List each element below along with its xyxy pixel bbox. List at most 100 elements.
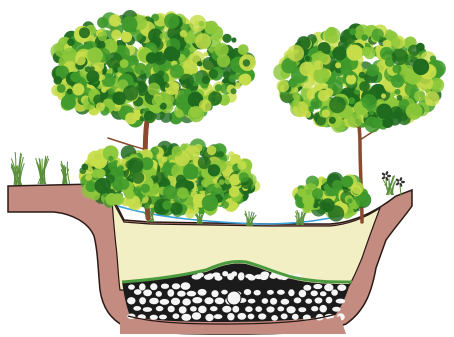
leaf-cluster bbox=[146, 52, 157, 63]
leaf-cluster bbox=[96, 169, 105, 178]
leaf-cluster bbox=[304, 111, 311, 118]
stone bbox=[245, 306, 253, 312]
leaf-cluster bbox=[67, 39, 74, 46]
stone bbox=[212, 272, 220, 277]
leaf-cluster bbox=[293, 101, 298, 106]
stone bbox=[298, 307, 306, 312]
stone bbox=[198, 289, 207, 296]
leaf-cluster bbox=[110, 15, 121, 26]
stone bbox=[133, 306, 141, 311]
stone bbox=[331, 289, 338, 295]
stone bbox=[336, 299, 346, 304]
leaf-cluster bbox=[288, 78, 297, 87]
leaf-cluster bbox=[381, 93, 386, 98]
stone bbox=[270, 298, 277, 305]
leaf-cluster bbox=[277, 80, 290, 93]
leaf-cluster bbox=[298, 188, 307, 197]
leaf-cluster bbox=[144, 112, 156, 124]
stone bbox=[227, 313, 234, 320]
stone bbox=[244, 289, 251, 295]
leaf-cluster bbox=[70, 72, 81, 83]
stone bbox=[277, 306, 284, 311]
leaf-cluster bbox=[141, 184, 150, 193]
leaf-cluster bbox=[414, 91, 425, 102]
stone bbox=[287, 306, 296, 313]
stone bbox=[294, 297, 302, 303]
leaf-cluster bbox=[108, 156, 113, 161]
leaf-cluster bbox=[219, 179, 225, 185]
stone bbox=[281, 299, 290, 305]
leaf-cluster bbox=[199, 21, 205, 27]
leaf-cluster bbox=[147, 83, 160, 96]
leaf-cluster bbox=[118, 179, 129, 190]
stone bbox=[177, 291, 186, 297]
stone bbox=[143, 307, 152, 312]
leaf-cluster bbox=[215, 84, 222, 91]
stone bbox=[160, 299, 170, 305]
leaf-cluster bbox=[132, 171, 144, 183]
leaf-cluster bbox=[222, 34, 231, 43]
leaf-cluster bbox=[392, 49, 408, 65]
stone bbox=[181, 282, 191, 290]
stone bbox=[337, 284, 346, 291]
leaf-cluster bbox=[395, 89, 401, 95]
stone bbox=[143, 289, 152, 296]
leaf-cluster bbox=[98, 32, 107, 41]
leaf-cluster bbox=[352, 182, 364, 194]
leaf-cluster bbox=[238, 74, 249, 85]
stone bbox=[292, 314, 299, 320]
stone bbox=[161, 284, 169, 289]
stone bbox=[173, 313, 180, 319]
stone bbox=[150, 315, 158, 320]
stone bbox=[258, 313, 266, 319]
stone bbox=[299, 290, 307, 297]
leaf-cluster bbox=[346, 45, 362, 61]
leaf-cluster bbox=[172, 146, 183, 157]
leaf-cluster bbox=[406, 103, 423, 120]
leaf-cluster bbox=[229, 174, 241, 186]
stone bbox=[319, 305, 327, 313]
stone bbox=[134, 289, 142, 295]
leaf-cluster bbox=[170, 202, 183, 215]
leaf-cluster bbox=[107, 69, 112, 74]
leaf-cluster bbox=[218, 151, 224, 157]
leaf-cluster bbox=[332, 180, 342, 190]
stone bbox=[222, 271, 228, 276]
stone bbox=[332, 307, 340, 312]
leaf-cluster bbox=[341, 176, 353, 188]
leaf-cluster bbox=[75, 55, 86, 66]
leaf-cluster bbox=[321, 109, 330, 118]
leaf-cluster bbox=[229, 187, 240, 198]
leaf-cluster bbox=[54, 76, 63, 85]
leaf-cluster bbox=[185, 209, 195, 219]
leaf-cluster bbox=[425, 91, 440, 106]
flower-petal bbox=[401, 181, 405, 183]
stone bbox=[245, 274, 253, 279]
stone bbox=[277, 290, 285, 295]
stone bbox=[156, 291, 162, 297]
leaf-cluster bbox=[134, 63, 146, 75]
stone bbox=[313, 284, 322, 289]
leaf-cluster bbox=[313, 67, 329, 83]
stone bbox=[127, 297, 135, 304]
leaf-cluster bbox=[162, 156, 168, 162]
leaf-cluster bbox=[348, 113, 362, 127]
leaf-cluster bbox=[347, 198, 352, 203]
stone bbox=[305, 299, 312, 304]
stone bbox=[139, 283, 146, 290]
leaf-cluster bbox=[239, 172, 249, 182]
stone bbox=[267, 290, 274, 295]
leaf-cluster bbox=[106, 174, 115, 183]
stone bbox=[281, 313, 288, 319]
leaf-cluster bbox=[388, 31, 397, 40]
leaf-cluster bbox=[105, 193, 118, 206]
stone bbox=[171, 298, 180, 305]
leaf-cluster bbox=[85, 174, 92, 181]
leaf-cluster bbox=[72, 83, 84, 95]
leaf-cluster bbox=[125, 190, 135, 200]
stone bbox=[198, 306, 207, 314]
leaf-cluster bbox=[332, 46, 346, 60]
leaf-cluster bbox=[292, 92, 300, 100]
stone bbox=[271, 315, 278, 321]
